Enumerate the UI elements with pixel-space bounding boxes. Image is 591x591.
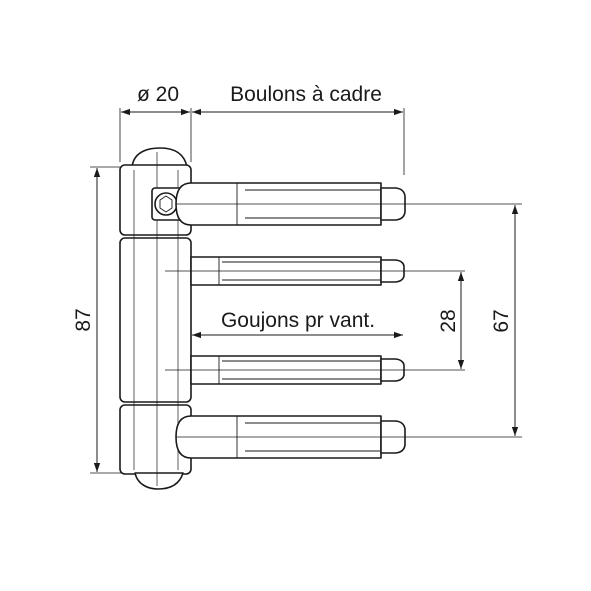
barrel-top-cap (131, 147, 188, 168)
leaf-studs-dimension: Goujons pr vant. (192, 309, 403, 339)
leaf-stud-upper (165, 256, 465, 286)
hex-socket-icon (159, 195, 173, 213)
diameter-label: ø 20 (137, 83, 179, 106)
barrel-bottom-cap (134, 472, 184, 490)
height-label: 87 (72, 308, 95, 331)
top-dimensions: ø 20 Boulons à cadre (119, 83, 405, 175)
frame-bolts-label: Boulons à cadre (230, 83, 382, 106)
right-dimensions: 28 67 (420, 203, 522, 438)
leaf-studs-label: Goujons pr vant. (221, 309, 375, 332)
leaf-stud-lower (165, 355, 465, 385)
spacing-outer-label: 67 (490, 309, 513, 332)
barrel-middle-knuckle (119, 237, 192, 403)
frame-bolt-top (175, 182, 420, 226)
hinge-barrel (119, 147, 192, 490)
spacing-inner-label: 28 (437, 309, 460, 332)
frame-bolt-bottom (175, 415, 420, 459)
